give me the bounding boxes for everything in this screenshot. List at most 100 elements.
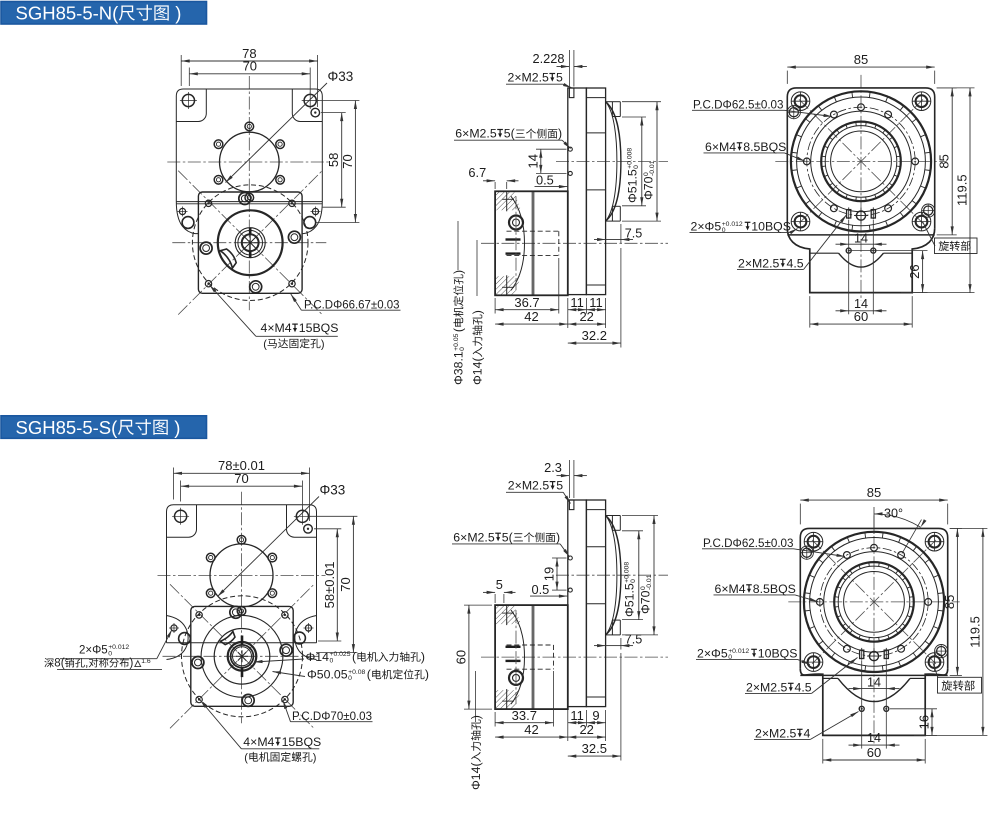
svg-text:5(: 5( bbox=[502, 530, 514, 544]
svg-text:P.C.DΦ66.67±0.03: P.C.DΦ66.67±0.03 bbox=[304, 298, 400, 312]
svg-text:78±0.01: 78±0.01 bbox=[218, 458, 265, 473]
svg-text:2×Φ5: 2×Φ5 bbox=[691, 219, 722, 233]
svg-text:Φ51.5: Φ51.5 bbox=[622, 583, 636, 617]
svg-text:Φ70: Φ70 bbox=[639, 590, 653, 614]
svg-text:0.5: 0.5 bbox=[536, 172, 554, 187]
svg-text:Φ70: Φ70 bbox=[642, 176, 656, 200]
svg-text:11: 11 bbox=[589, 295, 603, 310]
svg-text:14: 14 bbox=[525, 154, 540, 168]
svg-text:58±0.01: 58±0.01 bbox=[322, 561, 337, 608]
svg-text:0.5: 0.5 bbox=[532, 582, 550, 597]
svg-text:): ) bbox=[471, 310, 485, 314]
svg-text:(: ( bbox=[263, 338, 267, 350]
svg-text:4×M4: 4×M4 bbox=[261, 321, 292, 335]
svg-text:42: 42 bbox=[524, 722, 538, 737]
svg-text:5: 5 bbox=[556, 479, 563, 493]
svg-text:32.2: 32.2 bbox=[582, 328, 607, 343]
svg-text:22: 22 bbox=[579, 309, 593, 324]
svg-text:32.5: 32.5 bbox=[582, 741, 607, 756]
svg-text:2×Φ5: 2×Φ5 bbox=[697, 646, 728, 660]
svg-text:60: 60 bbox=[854, 309, 868, 324]
svg-text:-0.01: -0.01 bbox=[649, 160, 656, 176]
svg-text:19: 19 bbox=[542, 567, 557, 581]
svg-text:): ) bbox=[130, 658, 134, 670]
svg-text:0: 0 bbox=[643, 172, 650, 176]
svg-text:0: 0 bbox=[108, 650, 112, 657]
svg-text:+0.012: +0.012 bbox=[728, 648, 749, 655]
svg-text:): ) bbox=[313, 752, 317, 764]
svg-text:5(: 5( bbox=[504, 127, 516, 141]
svg-text:2×M2.5: 2×M2.5 bbox=[755, 726, 797, 740]
svg-text:70: 70 bbox=[340, 154, 355, 168]
svg-text:5: 5 bbox=[496, 577, 503, 592]
svg-text:(: ( bbox=[352, 650, 357, 664]
svg-text:119.5: 119.5 bbox=[955, 174, 970, 206]
svg-text:85: 85 bbox=[942, 595, 957, 609]
svg-text:): ) bbox=[175, 3, 181, 24]
svg-text:70: 70 bbox=[243, 59, 257, 74]
svg-text:85: 85 bbox=[937, 154, 952, 168]
svg-text:7.5: 7.5 bbox=[625, 632, 643, 646]
svg-text:33.7: 33.7 bbox=[512, 708, 537, 723]
svg-text:P.C.DΦ62.5±0.03: P.C.DΦ62.5±0.03 bbox=[693, 97, 784, 111]
svg-text:10BQS: 10BQS bbox=[751, 219, 791, 233]
svg-text:6×M4: 6×M4 bbox=[715, 582, 746, 596]
svg-text:70: 70 bbox=[338, 577, 353, 591]
svg-text:60: 60 bbox=[867, 745, 881, 760]
svg-text:85: 85 bbox=[854, 52, 868, 67]
svg-text:Φ14(: Φ14( bbox=[471, 357, 485, 385]
svg-text:10BQS: 10BQS bbox=[758, 646, 798, 660]
svg-text:6×M4: 6×M4 bbox=[705, 140, 736, 154]
svg-text:15BQS: 15BQS bbox=[299, 321, 339, 335]
svg-text:11: 11 bbox=[570, 708, 584, 723]
svg-text:14: 14 bbox=[867, 731, 881, 745]
svg-text:0: 0 bbox=[728, 654, 732, 661]
svg-text:11: 11 bbox=[570, 295, 584, 310]
svg-text:Φ33: Φ33 bbox=[328, 69, 354, 84]
svg-text:0: 0 bbox=[459, 347, 466, 351]
svg-text:6.7: 6.7 bbox=[468, 165, 486, 180]
svg-text:+0.008: +0.008 bbox=[624, 562, 631, 583]
svg-text:SGH85-5-N(: SGH85-5-N( bbox=[16, 3, 120, 24]
svg-text:+0.08: +0.08 bbox=[348, 669, 365, 676]
svg-text:58: 58 bbox=[326, 153, 341, 167]
svg-text:60: 60 bbox=[453, 650, 468, 664]
svg-text:+0.008: +0.008 bbox=[627, 148, 634, 169]
svg-text:6×M2.5: 6×M2.5 bbox=[455, 127, 497, 141]
svg-text:70: 70 bbox=[234, 471, 248, 486]
svg-text:): ) bbox=[425, 667, 429, 681]
svg-text:(: ( bbox=[367, 667, 372, 681]
svg-text:): ) bbox=[558, 127, 562, 141]
svg-text:14: 14 bbox=[867, 676, 881, 690]
svg-text:2×Φ5: 2×Φ5 bbox=[79, 645, 108, 657]
svg-text:9: 9 bbox=[592, 708, 599, 723]
svg-text:42: 42 bbox=[524, 309, 538, 324]
svg-text:8.5BQS: 8.5BQS bbox=[743, 140, 786, 154]
svg-text:119.5: 119.5 bbox=[967, 616, 982, 648]
svg-text:-0.01: -0.01 bbox=[646, 574, 653, 590]
svg-text:Φ33: Φ33 bbox=[320, 483, 346, 498]
svg-text:78: 78 bbox=[242, 46, 256, 61]
svg-text:8(: 8( bbox=[54, 658, 64, 670]
svg-text:): ) bbox=[421, 650, 425, 664]
svg-text:0: 0 bbox=[640, 586, 647, 590]
svg-text:1.6: 1.6 bbox=[141, 658, 151, 665]
svg-text:Φ38.1: Φ38.1 bbox=[452, 351, 466, 385]
svg-text:26: 26 bbox=[907, 264, 922, 278]
svg-text:4: 4 bbox=[804, 726, 811, 740]
svg-text:0: 0 bbox=[348, 675, 352, 682]
svg-text:30°: 30° bbox=[884, 507, 903, 521]
svg-text:2×M2.5: 2×M2.5 bbox=[746, 680, 788, 694]
svg-text:22: 22 bbox=[579, 722, 593, 737]
svg-text:0: 0 bbox=[633, 165, 640, 169]
svg-text:(: ( bbox=[452, 327, 466, 332]
svg-text:15BQS: 15BQS bbox=[282, 735, 322, 749]
svg-text:+0.025: +0.025 bbox=[330, 651, 351, 658]
svg-text:Φ14(: Φ14( bbox=[469, 762, 483, 790]
svg-text:2.228: 2.228 bbox=[532, 51, 564, 66]
svg-text:SGH85-5-S(: SGH85-5-S( bbox=[16, 417, 119, 438]
svg-text:5: 5 bbox=[556, 71, 563, 85]
svg-text:Φ14: Φ14 bbox=[306, 650, 330, 664]
svg-text:0: 0 bbox=[722, 227, 726, 234]
svg-text:8.5BQS: 8.5BQS bbox=[753, 582, 796, 596]
